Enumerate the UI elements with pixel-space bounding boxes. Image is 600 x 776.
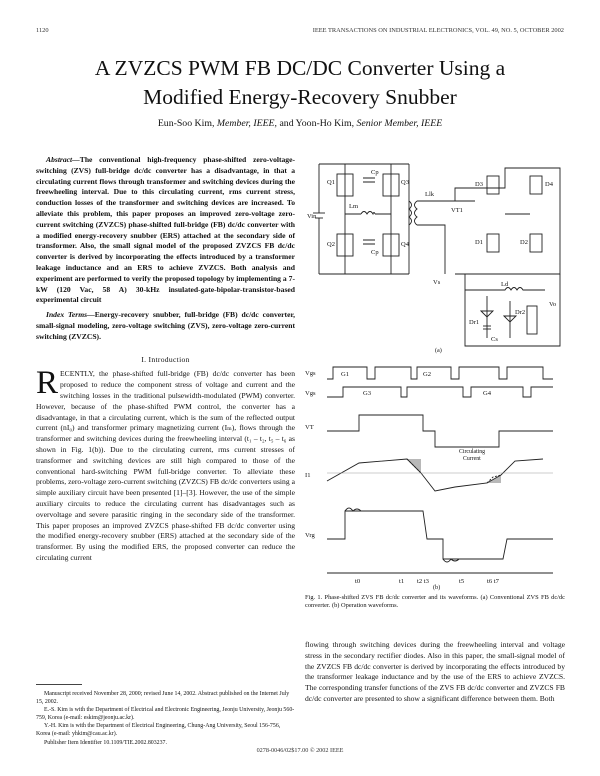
- footnote-publisher: Publisher Item Identifier 10.1109/TIE.20…: [44, 739, 167, 746]
- paper-title: A ZVZCS PWM FB DC/DC Converter Using a M…: [30, 54, 570, 112]
- label-q1: Q1: [327, 179, 335, 186]
- tick-t6t7: t6 t7: [487, 578, 500, 585]
- page-number: 1120: [36, 27, 49, 34]
- label-dr1: Dr1: [469, 319, 479, 326]
- figure-label-b: (b): [433, 584, 440, 591]
- label-lk: Llk: [425, 191, 435, 198]
- label-vt-wave: VT: [305, 424, 314, 431]
- label-circulating-1: Circulating: [459, 449, 485, 455]
- index-terms-label: Index Terms—: [46, 310, 95, 320]
- label-dr2: Dr2: [515, 309, 525, 316]
- author-1: Eun-Soo Kim,: [157, 118, 215, 129]
- footnote-received: Manuscript received November 28, 2000; r…: [36, 691, 290, 706]
- label-vs: Vs: [433, 279, 441, 286]
- label-circulating-2: Current: [463, 456, 481, 462]
- label-cp-2: Cp: [371, 249, 379, 256]
- copyright-line: 0278-0046/02$17.00 © 2002 IEEE: [256, 747, 344, 754]
- label-d3: D3: [475, 181, 483, 188]
- label-g4: G4: [483, 390, 492, 397]
- right-column-text: flowing through switching devices during…: [305, 640, 565, 703]
- label-g2: G2: [423, 371, 431, 378]
- label-lm: Lm: [349, 203, 358, 210]
- title-line-2: Modified Energy-Recovery Snubber: [143, 85, 457, 109]
- tick-t0: t0: [355, 578, 361, 585]
- label-g3: G3: [363, 390, 372, 397]
- label-ld: Ld: [501, 281, 509, 288]
- figure-label-a: (a): [435, 347, 442, 354]
- tick-t1: t1: [399, 578, 404, 585]
- journal-header: IEEE TRANSACTIONS ON INDUSTRIAL ELECTRON…: [312, 27, 564, 34]
- label-q2: Q2: [327, 241, 335, 248]
- abstract: Abstract—The conventional high-frequency…: [36, 155, 295, 306]
- figure-caption: Fig. 1. Phase-shifted ZVS FB dc/dc conve…: [305, 594, 565, 610]
- right-column: flowing through switching devices during…: [305, 640, 565, 705]
- abstract-label: Abstract—: [46, 155, 80, 164]
- label-q3: Q3: [401, 179, 409, 186]
- label-vin: Vin: [307, 213, 317, 220]
- label-vs-wave: Vrg: [305, 532, 315, 539]
- label-q4: Q4: [401, 241, 410, 248]
- index-terms: Index Terms—Energy-recovery snubber, ful…: [36, 310, 295, 342]
- label-g1: G1: [341, 371, 349, 378]
- label-vt: VT1: [451, 207, 463, 214]
- abstract-text: The conventional high-frequency phase-sh…: [36, 155, 295, 305]
- section-heading: I. Introduction: [141, 354, 190, 364]
- label-cs: Cs: [491, 336, 498, 343]
- label-d2: D2: [520, 239, 528, 246]
- drop-cap: R: [36, 365, 59, 402]
- index-terms-text: Energy-recovery snubber, full-bridge (FB…: [36, 310, 296, 341]
- author-1-role: Member, IEEE,: [216, 118, 277, 129]
- label-i1: I1: [305, 472, 311, 479]
- footnote-author-1: E.-S. Kim is with the Department of Elec…: [36, 707, 295, 722]
- label-vgs-1: Vgs: [305, 370, 316, 377]
- waveform-diagram: Vgs Vgs VT I1 Vrg G1 G2 G3 G4 Circulatin…: [305, 366, 553, 591]
- author-2: and Yoon-Ho Kim,: [279, 118, 355, 129]
- intro-text: ECENTLY, the phase-shifted full-bridge (…: [36, 369, 295, 562]
- author-line: Eun-Soo Kim, Member, IEEE, and Yoon-Ho K…: [30, 118, 570, 129]
- label-vgs-2: Vgs: [305, 390, 316, 397]
- label-vo: Vo: [549, 301, 556, 308]
- tick-t5: t5: [459, 578, 465, 585]
- footnotes: Manuscript received November 28, 2000; r…: [36, 690, 295, 747]
- label-d1: D1: [475, 239, 483, 246]
- author-2-role: Senior Member, IEEE: [356, 118, 443, 129]
- circuit-diagram: Vin Cp Cp Q1 Q2 Q3 Q4 Llk Lm VT1 D1 D2 D…: [307, 163, 561, 354]
- left-column: Abstract—The conventional high-frequency…: [36, 155, 295, 564]
- title-line-1: A ZVZCS PWM FB DC/DC Converter Using a: [94, 56, 506, 80]
- footnote-rule: [36, 684, 82, 685]
- label-d4: D4: [545, 181, 554, 188]
- tick-t2t3: t2 t3: [417, 578, 430, 585]
- footnote-author-2: Y.-H. Kim is with the Department of Elec…: [36, 723, 281, 738]
- label-cp-1: Cp: [371, 169, 379, 176]
